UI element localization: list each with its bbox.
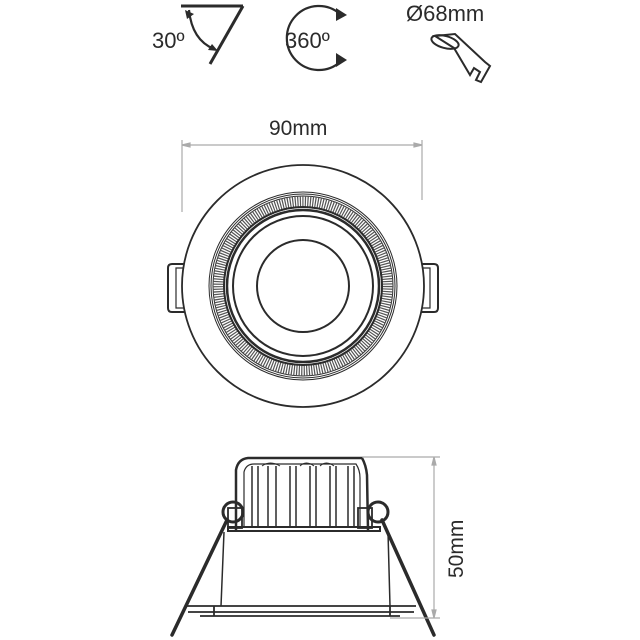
cutout-clip-icon [430,32,492,84]
tilt-angle-icon [181,4,245,65]
height-dimension [362,456,440,619]
width-dimension-label: 90mm [269,117,328,140]
tilt-angle-label: 30º [152,28,185,53]
front-view [167,164,439,408]
rotation-arrows-icon [285,4,347,72]
side-view [170,456,436,637]
width-dimension [181,140,423,212]
rotation-label: 360º [285,28,330,53]
cutout-diameter-label: Ø68mm [406,1,485,26]
height-dimension-label: 50mm [445,519,468,578]
